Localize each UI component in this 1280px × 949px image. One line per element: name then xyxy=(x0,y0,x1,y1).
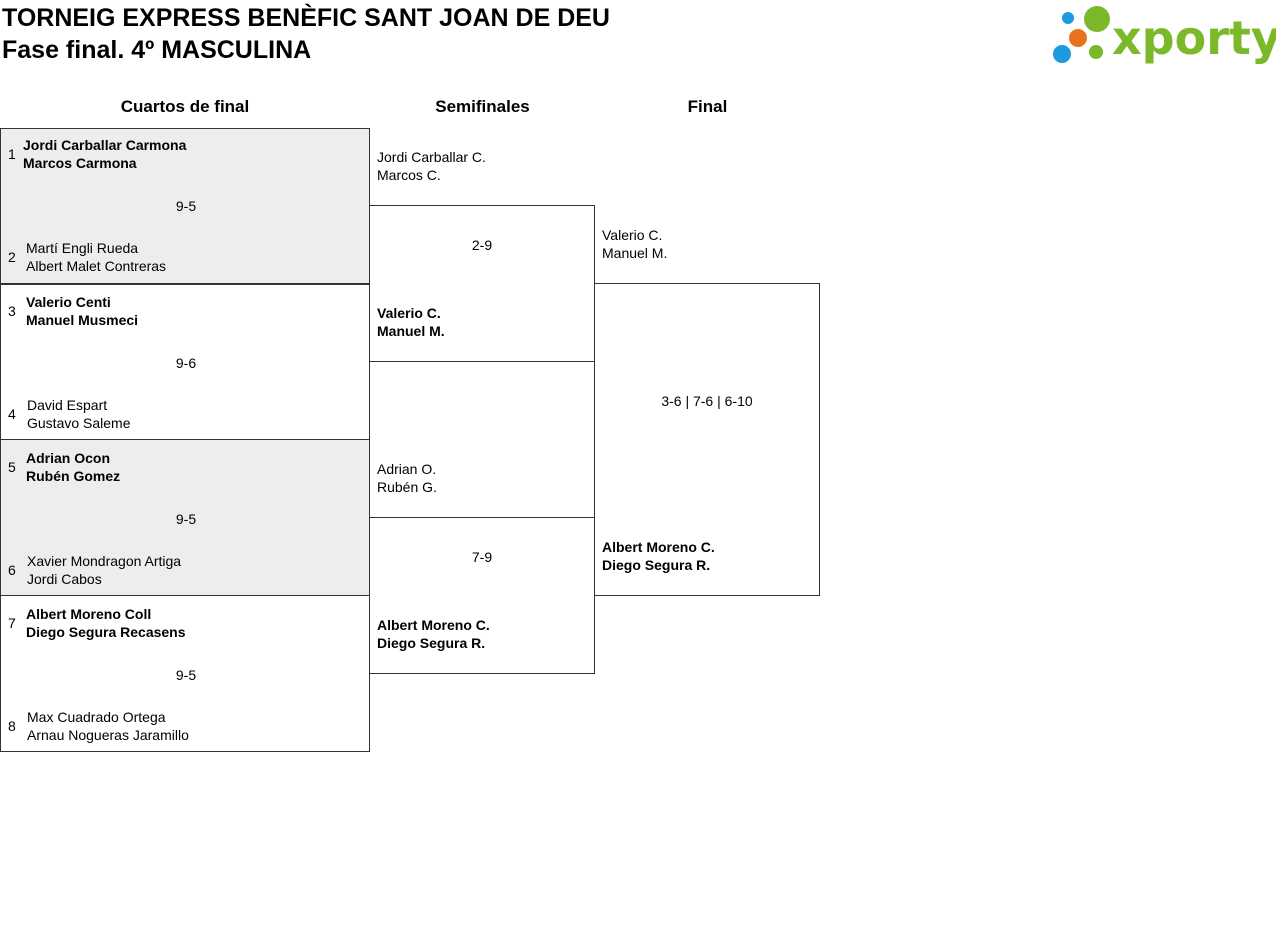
match-score: 9-5 xyxy=(175,667,197,683)
quarterfinal-match-3: 5 Adrian Ocon Rubén Gomez 9-5 6 Xavier M… xyxy=(0,439,370,596)
final-match: 3-6 | 7-6 | 6-10 Albert Moreno C. Diego … xyxy=(594,283,820,596)
page-subtitle: Fase final. 4º MASCULINA xyxy=(2,36,312,64)
team-winner: Adrian Ocon Rubén Gomez xyxy=(26,449,120,485)
player-name: Manuel M. xyxy=(602,245,668,261)
player-name: Albert Moreno C. xyxy=(602,539,715,555)
match-score: 9-6 xyxy=(175,355,197,371)
column-header-final: Final xyxy=(687,97,728,116)
player-name: Albert Malet Contreras xyxy=(26,258,167,274)
logo-dot-green-2 xyxy=(1089,45,1103,59)
player-name: Valerio Centi xyxy=(26,294,111,310)
player-name: David Espart xyxy=(27,397,108,413)
team-winner: Valerio Centi Manuel Musmeci xyxy=(26,293,138,329)
xporty-logo: xporty xyxy=(1053,6,1276,65)
seed-number: 5 xyxy=(8,459,16,475)
page-title: TORNEIG EXPRESS BENÈFIC SANT JOAN DE DEU xyxy=(2,4,610,32)
player-name: Jordi Cabos xyxy=(27,571,102,587)
semifinal-1-team-top: Jordi Carballar C. Marcos C. xyxy=(377,148,486,184)
final-team-top: Valerio C. Manuel M. xyxy=(602,226,667,262)
semifinal-1-team-bottom: Valerio C. Manuel M. xyxy=(377,304,445,340)
match-score: 2-9 xyxy=(471,237,493,253)
player-name: Manuel Musmeci xyxy=(26,312,139,328)
player-name: Gustavo Saleme xyxy=(27,415,131,431)
player-name: Marcos C. xyxy=(377,167,441,183)
player-name: Max Cuadrado Ortega xyxy=(27,709,166,725)
player-name: Diego Segura Recasens xyxy=(26,624,186,640)
logo-dot-orange xyxy=(1069,29,1087,47)
player-name: Valerio C. xyxy=(377,305,441,321)
match-score: 9-5 xyxy=(175,198,197,214)
player-name: Jordi Carballar Carmona xyxy=(23,137,187,153)
player-name: Albert Moreno C. xyxy=(377,617,490,633)
match-score: 7-9 xyxy=(471,549,493,565)
column-header-semifinals: Semifinales xyxy=(435,97,530,116)
player-name: Diego Segura R. xyxy=(602,557,711,573)
team-loser: Max Cuadrado Ortega Arnau Nogueras Jaram… xyxy=(27,708,189,744)
team-loser: Martí Engli Rueda Albert Malet Contreras xyxy=(26,239,166,275)
player-name: Arnau Nogueras Jaramillo xyxy=(27,727,189,743)
final-team-bottom: Albert Moreno C. Diego Segura R. xyxy=(602,538,715,574)
player-name: Adrian Ocon xyxy=(26,450,111,466)
quarterfinal-match-2: 3 Valerio Centi Manuel Musmeci 9-6 4 Dav… xyxy=(0,283,370,440)
seed-number: 6 xyxy=(8,562,16,578)
player-name: Rubén Gomez xyxy=(26,468,121,484)
team-loser: David Espart Gustavo Saleme xyxy=(27,396,131,432)
seed-number: 1 xyxy=(8,146,16,162)
player-name: Diego Segura R. xyxy=(377,635,486,651)
seed-number: 4 xyxy=(8,406,16,422)
semifinal-match-2: 7-9 Albert Moreno C. Diego Segura R. xyxy=(369,517,595,674)
column-header-quarterfinals: Cuartos de final xyxy=(120,97,250,116)
player-name: Xavier Mondragon Artiga xyxy=(27,553,182,569)
player-name: Valerio C. xyxy=(602,227,663,243)
team-loser: Xavier Mondragon Artiga Jordi Cabos xyxy=(27,552,181,588)
seed-number: 3 xyxy=(8,303,16,319)
semifinal-2-team-bottom: Albert Moreno C. Diego Segura R. xyxy=(377,616,490,652)
match-score: 9-5 xyxy=(175,511,197,527)
logo-dot-blue-2 xyxy=(1053,45,1071,63)
match-score: 3-6 | 7-6 | 6-10 xyxy=(661,393,753,409)
player-name: Martí Engli Rueda xyxy=(26,240,139,256)
logo-text: xporty xyxy=(1112,11,1276,65)
player-name: Adrian O. xyxy=(377,461,437,477)
quarterfinal-match-1: 1 Jordi Carballar Carmona Marcos Carmona… xyxy=(0,128,370,285)
seed-number: 2 xyxy=(8,249,16,265)
team-winner: Albert Moreno Coll Diego Segura Recasens xyxy=(26,605,186,641)
logo-dot-blue xyxy=(1062,12,1074,24)
player-name: Rubén G. xyxy=(377,479,437,495)
player-name: Jordi Carballar C. xyxy=(377,149,486,165)
quarterfinal-match-4: 7 Albert Moreno Coll Diego Segura Recase… xyxy=(0,595,370,752)
semifinal-2-team-top: Adrian O. Rubén G. xyxy=(377,460,437,496)
logo-dot-green xyxy=(1084,6,1110,32)
seed-number: 8 xyxy=(8,718,16,734)
player-name: Manuel M. xyxy=(377,323,445,339)
team-winner: Jordi Carballar Carmona Marcos Carmona xyxy=(23,136,186,172)
player-name: Albert Moreno Coll xyxy=(26,606,152,622)
player-name: Marcos Carmona xyxy=(23,155,137,171)
semifinal-match-1: 2-9 Valerio C. Manuel M. xyxy=(369,205,595,362)
seed-number: 7 xyxy=(8,615,16,631)
